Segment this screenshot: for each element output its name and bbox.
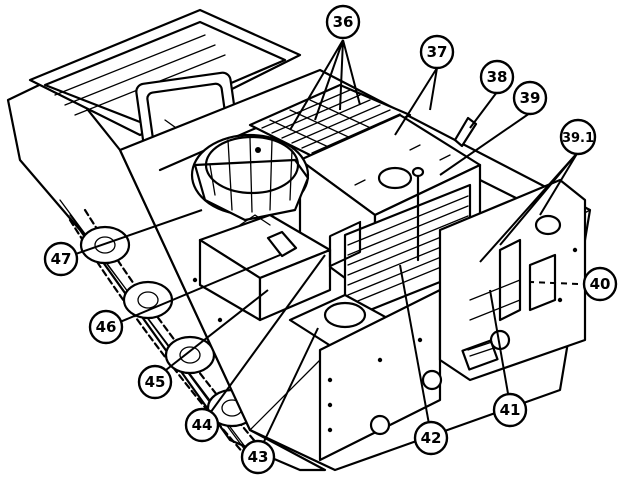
tow-hooks (369, 329, 511, 436)
callout-42: 42 (413, 420, 449, 456)
callout-41: 41 (492, 392, 528, 428)
callout-37: 37 (419, 34, 455, 70)
svg-text:39.1: 39.1 (562, 131, 594, 146)
callout-40: 40 (582, 266, 618, 302)
hatch-dome (190, 133, 310, 222)
svg-text:44: 44 (192, 416, 213, 434)
vehicle-body (6, 8, 592, 472)
svg-text:39: 39 (520, 89, 541, 107)
bolt-dots (192, 247, 578, 433)
callout-43: 43 (240, 439, 276, 475)
svg-text:43: 43 (248, 448, 269, 466)
svg-text:45: 45 (145, 373, 166, 391)
svg-text:37: 37 (427, 43, 448, 61)
callout-39: 39 (512, 80, 548, 116)
callout-47: 47 (43, 241, 79, 277)
callout-38: 38 (479, 59, 515, 95)
svg-text:46: 46 (96, 318, 117, 336)
svg-text:41: 41 (500, 401, 521, 419)
svg-text:36: 36 (333, 13, 354, 31)
callout-45: 45 (137, 364, 173, 400)
callout-39-1: 39.1 (559, 118, 597, 156)
leader-lines (66, 39, 579, 451)
callout-36: 36 (325, 4, 361, 40)
callout-44: 44 (184, 407, 220, 443)
side-compartment (438, 178, 587, 382)
svg-text:40: 40 (590, 275, 611, 293)
callout-46: 46 (88, 309, 124, 345)
fuel-tank (288, 220, 442, 462)
svg-text:38: 38 (487, 68, 508, 86)
svg-text:42: 42 (421, 429, 442, 447)
engine-grille (248, 83, 412, 162)
svg-text:47: 47 (51, 250, 72, 268)
